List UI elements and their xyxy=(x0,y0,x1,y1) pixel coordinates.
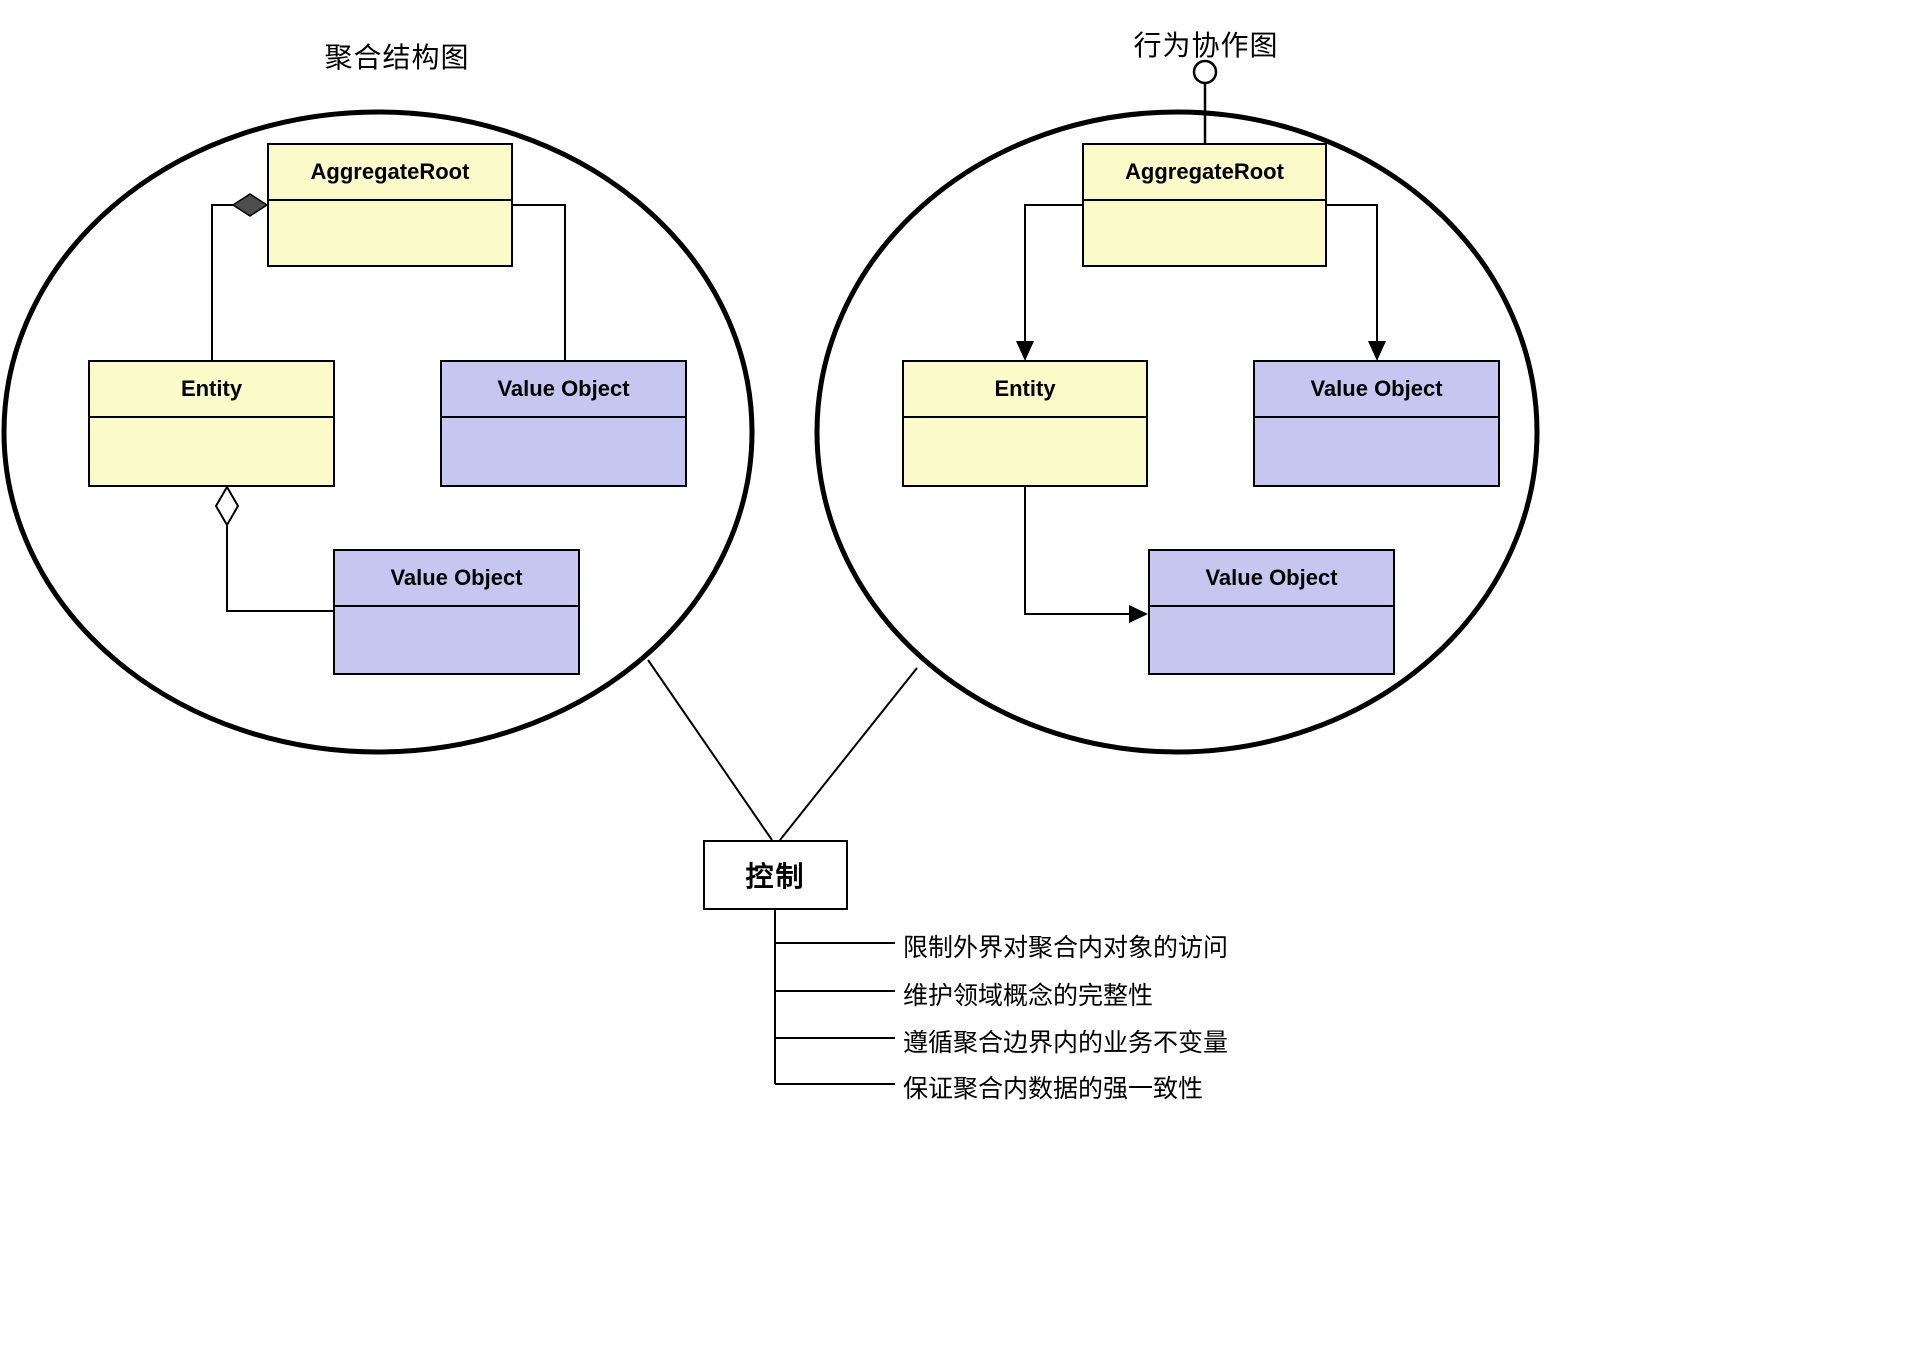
class-title: Value Object xyxy=(1255,362,1498,418)
class-body xyxy=(1255,418,1498,485)
aggregation-diamond-icon xyxy=(214,485,240,527)
arrowhead-down-entity-icon xyxy=(1016,341,1034,361)
class-title: Entity xyxy=(90,362,333,418)
right-value-object-bottom-box: Value Object xyxy=(1148,549,1395,675)
class-body xyxy=(904,418,1146,485)
right-aggregate-root-box: AggregateRoot xyxy=(1082,143,1327,267)
control-node: 控制 xyxy=(703,840,848,910)
right-root-to-valueobject-connector xyxy=(1327,204,1378,342)
left-value-object-right-box: Value Object xyxy=(440,360,687,487)
right-diagram-title: 行为协作图 xyxy=(1133,30,1279,61)
class-body xyxy=(269,201,511,265)
class-title: Value Object xyxy=(335,551,578,607)
arrowhead-right-valueobject-icon xyxy=(1129,605,1148,623)
class-title: Value Object xyxy=(442,362,685,418)
right-entity-to-valueobject-connector xyxy=(1024,487,1130,615)
class-body xyxy=(1084,201,1325,265)
left-diagram-title: 聚合结构图 xyxy=(324,42,470,73)
left-composition-connector xyxy=(211,204,233,360)
class-body xyxy=(1150,607,1393,673)
right-value-object-right-box: Value Object xyxy=(1253,360,1500,487)
left-circle-to-control-line xyxy=(647,659,773,841)
class-body xyxy=(90,418,333,485)
class-title: AggregateRoot xyxy=(1084,145,1325,201)
class-body xyxy=(335,607,578,673)
composition-diamond-icon xyxy=(231,193,269,217)
left-aggregation-connector xyxy=(226,525,333,612)
right-root-to-entity-connector xyxy=(1024,204,1082,342)
left-value-object-bottom-box: Value Object xyxy=(333,549,580,675)
control-point-label-3: 遵循聚合边界内的业务不变量 xyxy=(903,1029,1229,1057)
control-point-label-4: 保证聚合内数据的强一致性 xyxy=(903,1075,1204,1103)
control-branch-tree-lines xyxy=(774,910,895,1085)
left-aggregate-root-box: AggregateRoot xyxy=(267,143,513,267)
start-node-circle-icon xyxy=(1192,59,1218,85)
right-circle-to-control-line xyxy=(779,667,918,841)
right-entity-box: Entity xyxy=(902,360,1148,487)
class-title: AggregateRoot xyxy=(269,145,511,201)
class-title: Entity xyxy=(904,362,1146,418)
control-point-label-1: 限制外界对聚合内对象的访问 xyxy=(903,934,1229,962)
left-entity-box: Entity xyxy=(88,360,335,487)
control-point-label-2: 维护领域概念的完整性 xyxy=(903,982,1154,1010)
left-association-connector xyxy=(513,204,566,360)
class-body xyxy=(442,418,685,485)
arrowhead-down-valueobject-icon xyxy=(1368,341,1386,361)
class-title: Value Object xyxy=(1150,551,1393,607)
